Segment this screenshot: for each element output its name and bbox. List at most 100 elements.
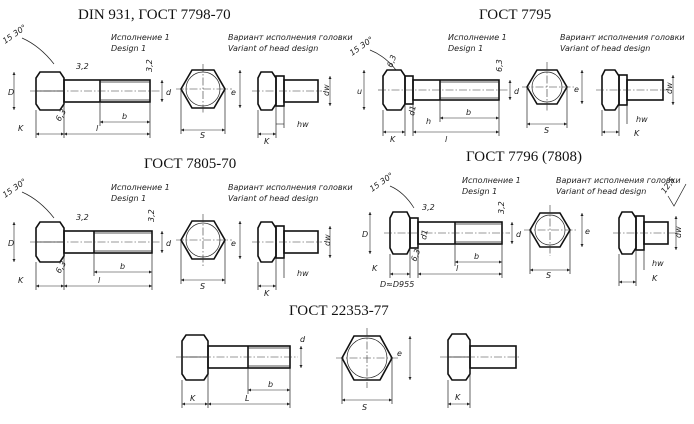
group-gost7805-variant-en: Variant of head design: [228, 194, 318, 203]
bolt-side-view: [176, 334, 298, 381]
dimension-label: D: [8, 88, 14, 97]
angle-label: 15 30°: [368, 171, 395, 194]
dimension-label: S: [362, 403, 367, 412]
dimension-label: hw: [636, 115, 648, 124]
roughness-label: 6,3: [409, 248, 422, 263]
roughness-label: 3,2: [147, 209, 156, 222]
dimension-label: K: [634, 129, 640, 138]
dimension-label: e: [397, 349, 402, 358]
head-variant-view: [252, 71, 322, 111]
dimension-label: d: [166, 88, 172, 97]
roughness-label: 6,3: [495, 59, 504, 72]
group-din931-variant-en: Variant of head design: [228, 44, 318, 53]
angle-arc: [369, 49, 397, 71]
dimension-label: l: [98, 276, 101, 285]
group-gost7795-variant-en: Variant of head design: [560, 44, 650, 53]
dimension-label: e: [231, 239, 236, 248]
dimension-label: b: [268, 380, 273, 389]
angle-label: 15 30°: [1, 23, 28, 46]
group-gost7795-design-en: Design 1: [448, 44, 483, 53]
group-gost7796-title: ГОСТ 7796 (7808): [466, 149, 582, 165]
dimension-label: K: [390, 135, 396, 144]
bolt-hex-end-view: [522, 62, 574, 112]
dimension-label: hw: [652, 259, 664, 268]
dimension-label: K: [190, 394, 196, 403]
dimension-label: S: [200, 282, 205, 291]
dimension-label: d1: [419, 229, 430, 241]
group-gost7796-design-en: Design 1: [462, 187, 497, 196]
group-gost7796-design-ru: Исполнение 1: [462, 176, 521, 185]
dimension-label: hw: [297, 269, 309, 278]
dimension-label: b: [466, 108, 471, 117]
group-gost22353: ГОСТ 22353-77 d b L K: [176, 303, 520, 412]
dimension-label: dw: [322, 84, 331, 96]
dimension-label: D: [8, 239, 14, 248]
dimension-label: d: [516, 230, 522, 239]
head-variant-view: [252, 221, 322, 263]
dimension-label: S: [546, 271, 551, 280]
dimension-label: K: [455, 393, 461, 402]
group-gost22353-title: ГОСТ 22353-77: [289, 303, 389, 319]
dimension-label: K: [264, 289, 270, 298]
dimension-label: K: [18, 124, 24, 133]
dimension-label: h: [426, 117, 431, 126]
group-gost7805-design-ru: Исполнение 1: [111, 183, 170, 192]
dimension-label: b: [474, 252, 479, 261]
group-gost7805-variant-ru: Вариант исполнения головки: [228, 183, 353, 192]
head-variant-view: [596, 69, 668, 111]
group-din931: DIN 931, ГОСТ 7798-70 Исполнение 1 Desig…: [1, 7, 353, 146]
group-gost7796: ГОСТ 7796 (7808) Исполнение 1 Design 1 В…: [362, 149, 687, 289]
dimension-label: L: [245, 394, 249, 403]
group-gost7796-variant-ru: Вариант исполнения головки: [556, 176, 681, 185]
roughness-label: 3,2: [145, 59, 154, 72]
bolt-side-view: [378, 69, 508, 111]
dimension-note: D≈D955: [380, 280, 414, 289]
dimension-label: d: [300, 335, 306, 344]
roughness-label: 3,2: [76, 213, 89, 222]
dimension-label: e: [585, 227, 590, 236]
dimension-label: e: [574, 85, 579, 94]
head-variant-view: [613, 211, 676, 255]
dimension-label: l: [456, 264, 459, 273]
bolt-side-view: [384, 211, 510, 255]
angle-arc: [21, 191, 55, 219]
group-din931-variant-ru: Вариант исполнения головки: [228, 33, 353, 42]
dimension-label: l: [96, 124, 99, 133]
dimension-label: K: [372, 264, 378, 273]
head-variant-view: [440, 333, 520, 381]
group-gost7795-title: ГОСТ 7795: [479, 7, 551, 23]
dimension-label: S: [200, 131, 205, 140]
group-gost7795-design-ru: Исполнение 1: [448, 33, 507, 42]
dimension-label: b: [120, 262, 125, 271]
group-gost7805-title: ГОСТ 7805-70: [144, 156, 236, 172]
dimension-label: u: [357, 87, 362, 96]
dimension-label: K: [264, 137, 270, 146]
group-gost7805-design-en: Design 1: [111, 194, 146, 203]
dimension-label: d1: [407, 105, 418, 117]
dimension-label: dw: [674, 226, 683, 238]
angle-arc: [389, 185, 415, 209]
dimension-label: dw: [665, 82, 674, 94]
roughness-label: 3,2: [422, 203, 435, 212]
dimension-label: hw: [297, 120, 309, 129]
group-din931-design-en: Design 1: [111, 44, 146, 53]
angle-arc: [21, 37, 55, 65]
dimension-label: l: [445, 135, 448, 144]
dimension-label: b: [122, 112, 127, 121]
group-din931-title: DIN 931, ГОСТ 7798-70: [78, 7, 231, 23]
bolt-side-view: [30, 221, 160, 263]
group-din931-design-ru: Исполнение 1: [111, 33, 170, 42]
dimension-label: d: [514, 87, 520, 96]
bolt-hex-end-view: [176, 214, 232, 266]
dimension-label: e: [231, 88, 236, 97]
dimension-label: K: [652, 274, 658, 283]
bolt-hex-end-view: [336, 328, 400, 388]
angle-label: 15 30°: [1, 177, 28, 200]
dimension-label: D: [362, 230, 368, 239]
dimension-label: K: [18, 276, 24, 285]
bolt-side-view: [30, 71, 160, 111]
bolt-hex-end-view: [176, 64, 232, 114]
dimension-label: S: [544, 126, 549, 135]
group-gost7795: ГОСТ 7795 Исполнение 1 Design 1 Вариант …: [348, 7, 685, 144]
